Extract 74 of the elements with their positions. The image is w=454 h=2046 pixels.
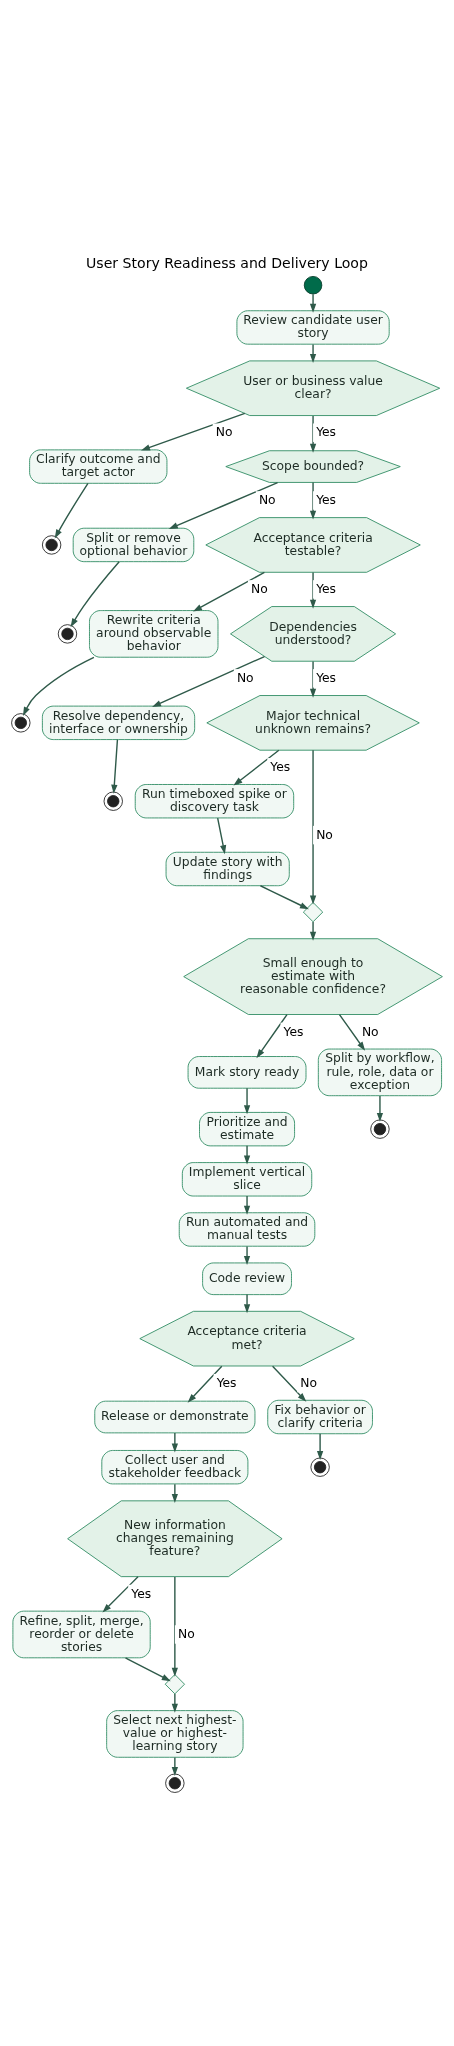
edge-label: No [236, 671, 254, 686]
node-diamond [164, 1674, 185, 1695]
node-box: Refine, split, merge, reorder or delete stories [12, 1610, 151, 1659]
arrow [316, 1433, 324, 1461]
node-box: Release or demonstrate [94, 1400, 256, 1434]
arrow [243, 1145, 251, 1165]
arrow [309, 343, 317, 363]
edge-label: Yes [316, 582, 337, 597]
arrow [243, 1245, 251, 1265]
node-box: Rewrite criteria around observable behavior [89, 610, 219, 658]
node-box: Implement vertical slice [181, 1162, 313, 1197]
arrow [376, 1095, 384, 1122]
edge-label: Yes [316, 671, 337, 686]
arrow [309, 481, 317, 520]
edge-label: Yes [316, 493, 337, 508]
node-box: Collect user and stakeholder feedback [101, 1450, 249, 1485]
node-box: Review candidate user story [236, 310, 390, 345]
arrow [309, 921, 317, 941]
arrow [193, 571, 266, 612]
arrow [338, 1013, 366, 1051]
arrow [111, 738, 119, 794]
arrow [187, 1365, 223, 1403]
arrow [243, 1195, 251, 1215]
arrow [171, 1576, 178, 1677]
arrow [243, 1087, 251, 1115]
node-box: Split by workflow, rule, role, data or exception [317, 1048, 442, 1097]
edge-label: Yes [216, 1375, 237, 1390]
arrow [271, 1365, 307, 1402]
node-box: Resolve dependency, interface or ownership [41, 705, 196, 740]
edge-label: No [361, 1024, 379, 1039]
arrow [309, 749, 317, 905]
arrow [309, 660, 317, 698]
arrow [54, 482, 89, 539]
arrow [70, 561, 120, 628]
edge-label: No [215, 425, 233, 440]
arrow [171, 1756, 178, 1776]
node-box: Mark story ready [187, 1056, 307, 1089]
arrow [259, 885, 309, 910]
node-box: Run timeboxed spike or discovery task [134, 784, 295, 819]
node-box: Update story with findings [165, 851, 290, 887]
node-box: Code review [202, 1262, 292, 1296]
node-circle [303, 275, 323, 295]
edge-label: Yes [131, 1586, 152, 1601]
arrow [124, 1657, 171, 1682]
node-box: Select next highest-value or highest-learning story [106, 1710, 244, 1758]
arrow [171, 1483, 178, 1503]
edge-label: No [300, 1375, 318, 1390]
node-box: Prioritize and estimate [199, 1112, 295, 1147]
edge-label: No [177, 1627, 195, 1642]
arrow [171, 1693, 178, 1713]
edge-label: No [316, 827, 333, 842]
node-box: Fix behavior or clarify criteria [267, 1399, 373, 1435]
arrow [243, 1293, 251, 1314]
arrow [152, 655, 266, 707]
edge-label: Yes [283, 1024, 304, 1039]
diagram-title: User Story Readiness and Delivery Loop [86, 255, 368, 272]
arrow [309, 415, 317, 453]
edge-label: No [258, 493, 276, 508]
arrow [140, 412, 246, 451]
arrow [309, 571, 317, 609]
edge-label: Yes [270, 760, 291, 775]
node-box: Split or remove optional behavior [72, 527, 195, 563]
node-box: Run automated and manual tests [178, 1212, 316, 1247]
arrow [309, 293, 317, 313]
arrow [216, 817, 227, 855]
edge-label: Yes [316, 425, 337, 440]
node-box: Clarify outcome and target actor [29, 449, 168, 484]
arrow [256, 1013, 288, 1059]
arrow [171, 1432, 178, 1453]
node-diamond [302, 902, 324, 923]
arrow [102, 1576, 139, 1613]
arrow [233, 749, 280, 786]
arrow [22, 656, 95, 716]
edge-label: No [251, 582, 268, 597]
